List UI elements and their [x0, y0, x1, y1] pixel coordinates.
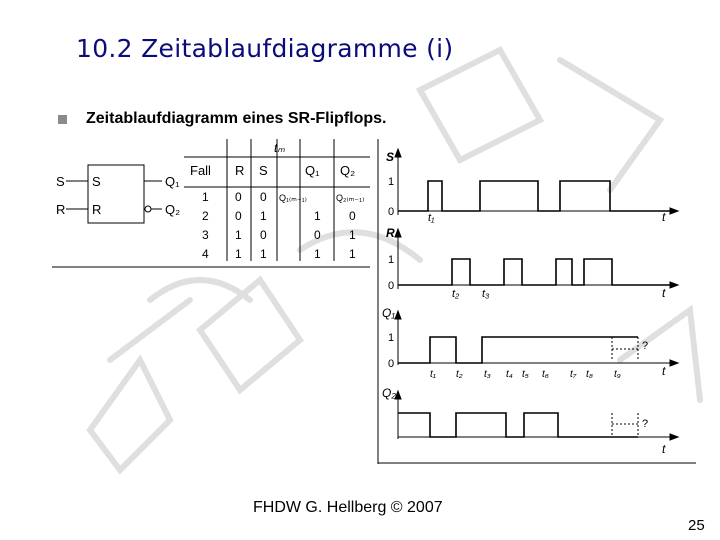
- unknown-state-q1: ?: [642, 340, 648, 352]
- unknown-state-q2: ?: [642, 418, 648, 430]
- flipflop-circuit-and-table: S R S R Q₁ Q₂ tₘ Fall R S Q₁ Q₂ 1 0 0 Q₁…: [52, 139, 370, 268]
- square-bullet-icon: [58, 114, 67, 124]
- circuit-inner-s: S: [92, 174, 101, 189]
- circuit-output-q1: Q₁: [165, 174, 180, 189]
- table-top-label: tₘ: [274, 141, 285, 155]
- table-cell: 1: [235, 228, 242, 242]
- table-cell: 0: [235, 190, 242, 204]
- table-cell: 1: [349, 247, 356, 261]
- level-low-q1: 0: [388, 358, 394, 370]
- bullet-text: Zeitablaufdiagramm eines SR-Flipflops.: [86, 110, 387, 127]
- level-low-r: 0: [388, 280, 394, 292]
- footer-copyright: FHDW G. Hellberg © 2007: [253, 499, 443, 516]
- circuit-inner-r: R: [92, 202, 101, 217]
- time-mark-t3: t₃: [484, 369, 491, 380]
- table-cell: 0: [260, 228, 267, 242]
- table-cell: 0: [314, 228, 321, 242]
- time-mark-t7: t₇: [570, 369, 577, 380]
- table-cell: 1: [314, 209, 321, 223]
- level-high-r: 1: [388, 254, 394, 266]
- table-header-q1: Q₁: [305, 163, 320, 178]
- circuit-input-s: S: [56, 174, 65, 189]
- circuit-input-r: R: [56, 202, 65, 217]
- table-header-case: Fall: [190, 163, 211, 178]
- page-number: 25: [688, 517, 705, 534]
- table-cell: Q₁₍ₘ₋₁₎: [279, 193, 307, 203]
- time-mark-t9: t₉: [614, 369, 621, 380]
- level-low-s: 0: [388, 206, 394, 218]
- table-cell: 1: [260, 247, 267, 261]
- time-mark-t1: t₁: [430, 369, 436, 380]
- time-mark-t6: t₆: [542, 369, 549, 380]
- signal-label-s: S: [386, 150, 394, 164]
- axis-label-s: t: [662, 210, 666, 224]
- table-cell: Q₂₍ₘ₋₁₎: [336, 193, 364, 203]
- signal-label-q2: Q₂: [382, 386, 396, 400]
- signal-label-q1: Q₁: [382, 306, 395, 320]
- table-cell: 0: [260, 190, 267, 204]
- level-high-q1: 1: [388, 332, 394, 344]
- time-mark-t1-top: t₁: [428, 212, 435, 224]
- table-cell: 1: [349, 228, 356, 242]
- axis-label-q1: t: [662, 364, 666, 378]
- signal-label-r: R: [386, 226, 395, 240]
- table-cell: 0: [349, 209, 356, 223]
- axis-label-q2: t: [662, 442, 666, 456]
- timing-diagram: S R Q₁ Q₂ 1 0 1 0 1 0 t t t t t₁ t₂ t₃ t…: [377, 139, 696, 464]
- time-mark-t2-r: t₂: [452, 288, 460, 300]
- time-mark-t4: t₄: [506, 369, 513, 380]
- table-cell: 1: [314, 247, 321, 261]
- table-cell: 1: [260, 209, 267, 223]
- circuit-output-q2: Q₂: [165, 202, 180, 217]
- level-high-s: 1: [388, 176, 394, 188]
- table-cell: 1: [202, 190, 209, 204]
- table-cell: 0: [235, 209, 242, 223]
- table-header-q2: Q₂: [340, 163, 355, 178]
- bullet-item: Zeitablaufdiagramm eines SR-Flipflops.: [58, 110, 387, 128]
- table-cell: 2: [202, 209, 209, 223]
- table-header-s: S: [259, 163, 268, 178]
- table-cell: 1: [235, 247, 242, 261]
- time-mark-t2: t₂: [456, 369, 463, 380]
- time-mark-t3-r: t₃: [482, 288, 490, 300]
- slide-title: 10.2 Zeitablaufdiagramme (i): [76, 34, 454, 63]
- table-header-r: R: [235, 163, 244, 178]
- time-mark-t5: t₅: [522, 369, 529, 380]
- axis-label-r: t: [662, 286, 666, 300]
- table-cell: 3: [202, 228, 209, 242]
- table-cell: 4: [202, 247, 209, 261]
- time-mark-t8: t₈: [586, 369, 593, 380]
